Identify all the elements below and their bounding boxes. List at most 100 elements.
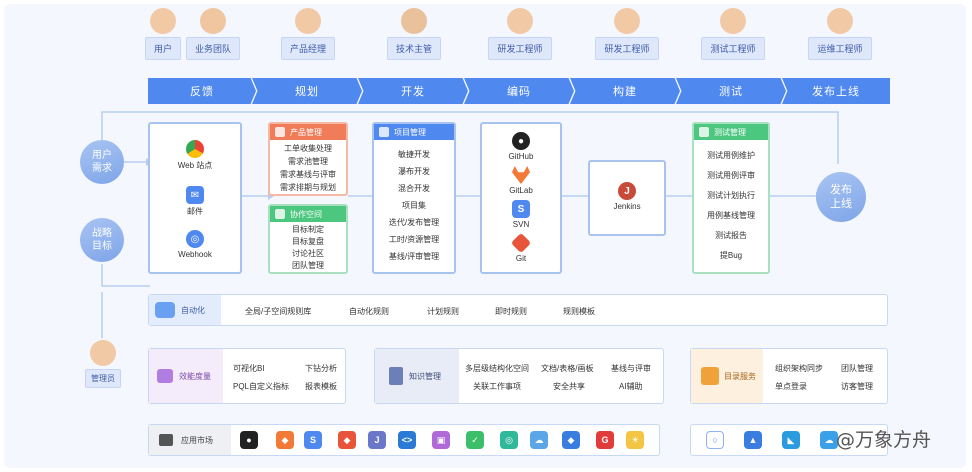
role-business-team: 业务团队 [168,8,258,60]
inbox-app-icon[interactable]: ▣ [432,431,450,449]
stage-coding: 编码 [464,78,574,104]
github-label: GitHub [508,152,534,161]
directory-item: 访客管理 [841,382,873,391]
mail-source: ✉ 邮件 [150,186,240,217]
knowledge-item: 安全共享 [553,382,585,391]
bag-icon [159,434,173,446]
git-label: Git [515,254,527,263]
check-app-icon[interactable]: ✓ [466,431,484,449]
svn-label: SVN [512,220,530,229]
stage-feedback: 反馈 [148,78,256,104]
role-label: 产品经理 [280,37,335,60]
chat-app-icon[interactable]: ◎ [500,431,518,449]
book-icon [389,367,403,385]
automation-item: 计划规则 [427,307,459,316]
git-app-icon[interactable]: ◆ [338,431,356,449]
list-item: 需求池管理 [288,157,328,166]
list-item: 需求排期与规划 [280,183,336,192]
automation-row: 自动化 全局/子空间规则库 自动化规则 计划规则 即时规则 规则模板 [148,294,888,326]
list-item: 项目集 [402,201,426,210]
automation-item: 即时规则 [495,307,527,316]
product-management-card: 产品管理 工单收集处理 需求池管理 需求基线与评审 需求排期与规划 [268,122,348,196]
automation-item: 自动化规则 [349,307,389,316]
product-management-title: 产品管理 [270,124,346,140]
project-icon [379,127,389,137]
knowledge-item: 关联工作事项 [473,382,521,391]
role-label: 研发工程师 [488,37,552,60]
globe-icon: ◎ [186,230,204,248]
watermark: @万象方舟 [836,429,932,451]
automation-item: 全局/子空间规则库 [245,307,312,316]
avatar [150,8,176,34]
build-card: J Jenkins [588,160,666,236]
vscode-app-icon[interactable]: <> [398,431,416,449]
gitlab-label: GitLab [509,186,533,195]
jenkins-tool: J Jenkins [590,182,664,211]
role-product-manager: 产品经理 [263,8,353,60]
role-test-engineer: 测试工程师 [688,8,778,60]
list-item: 用例基线管理 [707,211,755,220]
automation-title: 自动化 [181,305,205,315]
avatar [507,8,533,34]
svn-app-icon[interactable]: S [304,431,322,449]
metrics-item: 报表模板 [305,382,337,391]
strategic-goal-circle: 战略 目标 [80,218,124,262]
knowledge-title: 知识管理 [409,371,441,381]
directory-item: 团队管理 [841,364,873,373]
bird-app-icon[interactable]: ◣ [782,431,800,449]
metrics-item: PQL自定义指标 [233,382,290,391]
knowledge-card: 知识管理 多层级结构化空间 文档/表格/画板 基线与评审 关联工作事项 安全共享… [374,348,664,404]
github-tool: ● GitHub [482,132,560,161]
jenkins-icon: J [618,182,636,200]
tools-icon [701,367,719,385]
metrics-header: 效能度量 [149,349,223,403]
directory-item: 组织架构同步 [775,364,823,373]
stage-test: 测试 [676,78,786,104]
project-management-items: 敏捷开发 瀑布开发 混合开发 项目集 迭代/发布管理 工时/资源管理 基线/评审… [374,146,454,265]
role-rd-engineer-1: 研发工程师 [475,8,565,60]
stage-build: 构建 [570,78,680,104]
gitlab-icon [512,166,530,184]
github-app-icon[interactable]: ● [240,431,258,449]
cloud-app-icon[interactable]: ☁ [530,431,548,449]
jenkins-app-icon[interactable]: J [368,431,386,449]
sources-card: Web 站点 ✉ 邮件 ◎ Webhook [148,122,242,274]
g-app-icon[interactable]: G [596,431,614,449]
list-item: 提Bug [719,251,743,260]
list-item: 需求基线与评审 [280,170,336,179]
bar-chart-icon [157,369,173,383]
collaboration-title-text: 协作空间 [290,209,322,219]
knowledge-item: AI辅助 [619,382,643,391]
web-source-label: Web 站点 [177,161,213,170]
admin: 管理员 [80,340,126,388]
role-tech-lead: 技术主管 [369,8,459,60]
stage-bar: 反馈 规划 开发 编码 构建 测试 发布上线 [148,78,890,104]
cloud-sync-icon[interactable]: ☁ [820,431,838,449]
list-item: 目标制定 [292,225,324,234]
gitlab-app-icon[interactable]: ◆ [276,431,294,449]
app-market-header: 应用市场 [149,425,231,455]
directory-header: 目录服务 [691,349,763,403]
list-item: 工时/资源管理 [388,235,440,244]
project-management-title-text: 项目管理 [394,127,426,137]
webhook-source: ◎ Webhook [150,230,240,259]
github-icon: ● [512,132,530,150]
product-management-items: 工单收集处理 需求池管理 需求基线与评审 需求排期与规划 [270,142,346,194]
directory-item: 单点登录 [775,382,807,391]
collaboration-icon [275,209,285,219]
knowledge-header: 知识管理 [375,349,459,403]
role-label: 测试工程师 [701,37,765,60]
cursor-app-icon[interactable]: ▲ [744,431,762,449]
directory-card: 目录服务 组织架构同步 团队管理 单点登录 访客管理 [690,348,888,404]
knowledge-item: 基线与评审 [611,364,651,373]
automation-item: 规则模板 [563,307,595,316]
list-item: 混合开发 [398,184,430,193]
stage-release: 发布上线 [782,78,890,104]
diamond-app-icon[interactable]: ◆ [562,431,580,449]
role-user: 用户 [118,8,208,60]
role-label: 业务团队 [185,37,240,60]
bulb-app-icon[interactable]: ☀ [626,431,644,449]
collaboration-card: 协作空间 目标制定 目标复盘 讨论社区 团队管理 [268,204,348,274]
chat-bubble-icon[interactable]: ○ [706,431,724,449]
